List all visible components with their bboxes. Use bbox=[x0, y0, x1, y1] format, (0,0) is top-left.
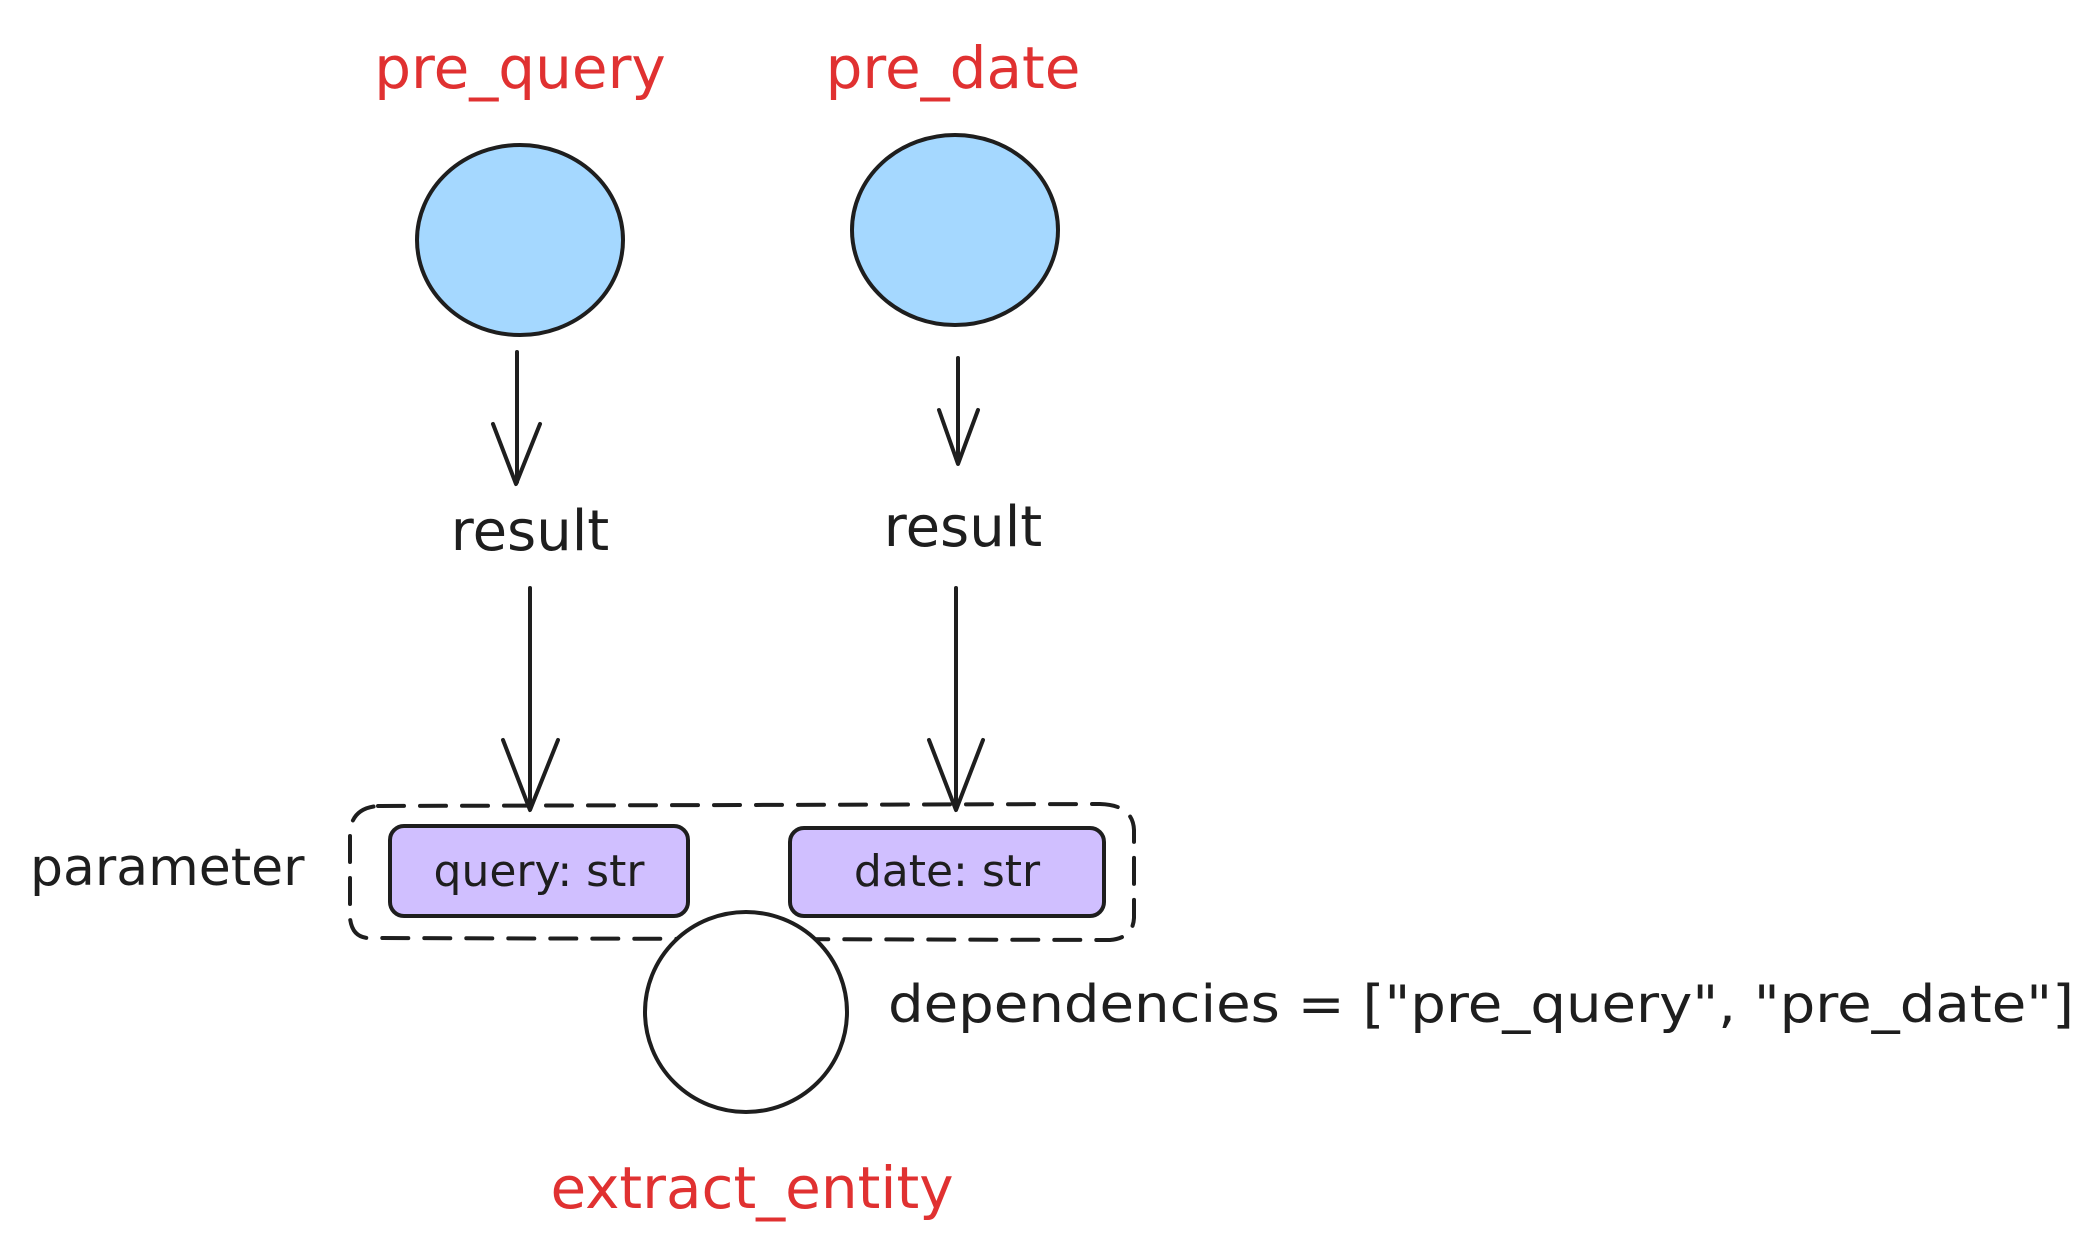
date-input-arrow bbox=[927, 586, 985, 812]
query-input-arrow bbox=[501, 586, 560, 812]
pre-query-node[interactable] bbox=[415, 143, 625, 337]
pre-query-result-label: result bbox=[451, 499, 609, 564]
parameter-label: parameter bbox=[30, 838, 305, 898]
dependencies-label: dependencies = ["pre_query", "pre_date"] bbox=[888, 975, 2074, 1035]
pre-query-label: pre_query bbox=[374, 34, 666, 102]
date-param-box[interactable] bbox=[788, 826, 1106, 918]
pre-date-output-arrow bbox=[937, 356, 980, 466]
extract-entity-label: extract_entity bbox=[550, 1154, 953, 1222]
pre-query-output-arrow bbox=[491, 350, 542, 486]
date-param-label: date: str bbox=[854, 846, 1041, 897]
pre-date-label: pre_date bbox=[826, 34, 1081, 102]
query-param-box[interactable] bbox=[388, 824, 690, 918]
extract-entity-node[interactable] bbox=[643, 910, 849, 1114]
query-param-label: query: str bbox=[434, 846, 646, 897]
parameter-group bbox=[348, 801, 1136, 943]
pre-date-node[interactable] bbox=[850, 133, 1060, 327]
pre-date-result-label: result bbox=[884, 495, 1042, 560]
